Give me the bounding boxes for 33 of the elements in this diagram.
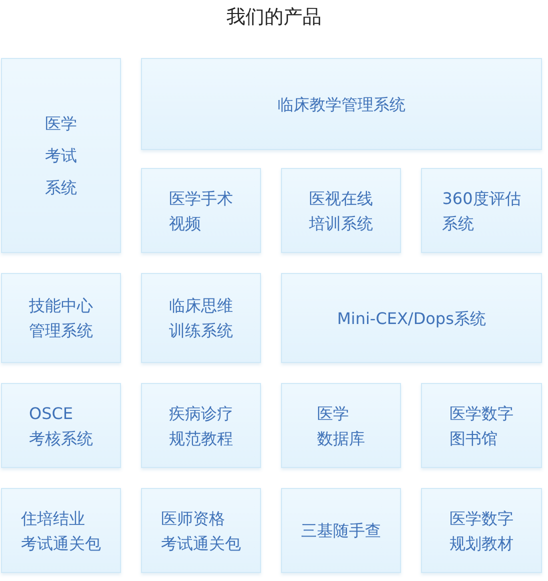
product-name: 360度评估系统 bbox=[442, 188, 521, 234]
product-name: 疾病诊疗规范教程 bbox=[169, 402, 233, 450]
product-name: 医视在线培训系统 bbox=[309, 188, 373, 234]
product-name: 住培结业考试通关包 bbox=[21, 508, 101, 554]
product-card bbox=[1, 488, 121, 573]
product-card bbox=[281, 488, 401, 573]
product-card bbox=[421, 383, 542, 468]
product-name: 医学数字图书馆 bbox=[450, 402, 514, 450]
product-card bbox=[141, 488, 261, 573]
product-card bbox=[141, 383, 261, 468]
product-card bbox=[1, 58, 121, 253]
product-name: 技能中心管理系统 bbox=[29, 295, 93, 342]
product-card bbox=[281, 168, 401, 253]
product-card bbox=[281, 383, 401, 468]
product-card bbox=[141, 273, 261, 363]
product-card bbox=[421, 168, 542, 253]
product-card bbox=[281, 273, 542, 363]
product-name: OSCE考核系统 bbox=[29, 402, 93, 450]
page-title: 我们的产品 bbox=[226, 5, 322, 30]
product-name: 医学数字规划教材 bbox=[450, 508, 514, 554]
product-name: 医师资格考试通关包 bbox=[161, 508, 241, 554]
product-card bbox=[141, 58, 542, 150]
product-name: 医学手术视频 bbox=[169, 188, 233, 234]
product-name: 三基随手查 bbox=[301, 520, 381, 542]
product-card bbox=[1, 383, 121, 468]
product-name: Mini-CEX/Dops系统 bbox=[337, 308, 486, 330]
product-name: 临床教学管理系统 bbox=[278, 94, 406, 116]
product-name: 医学考试系统 bbox=[45, 112, 77, 198]
product-card bbox=[421, 488, 542, 573]
product-card bbox=[141, 168, 261, 253]
product-name: 医学数据库 bbox=[317, 402, 365, 450]
product-name: 临床思维训练系统 bbox=[169, 295, 233, 342]
product-card bbox=[1, 273, 121, 363]
